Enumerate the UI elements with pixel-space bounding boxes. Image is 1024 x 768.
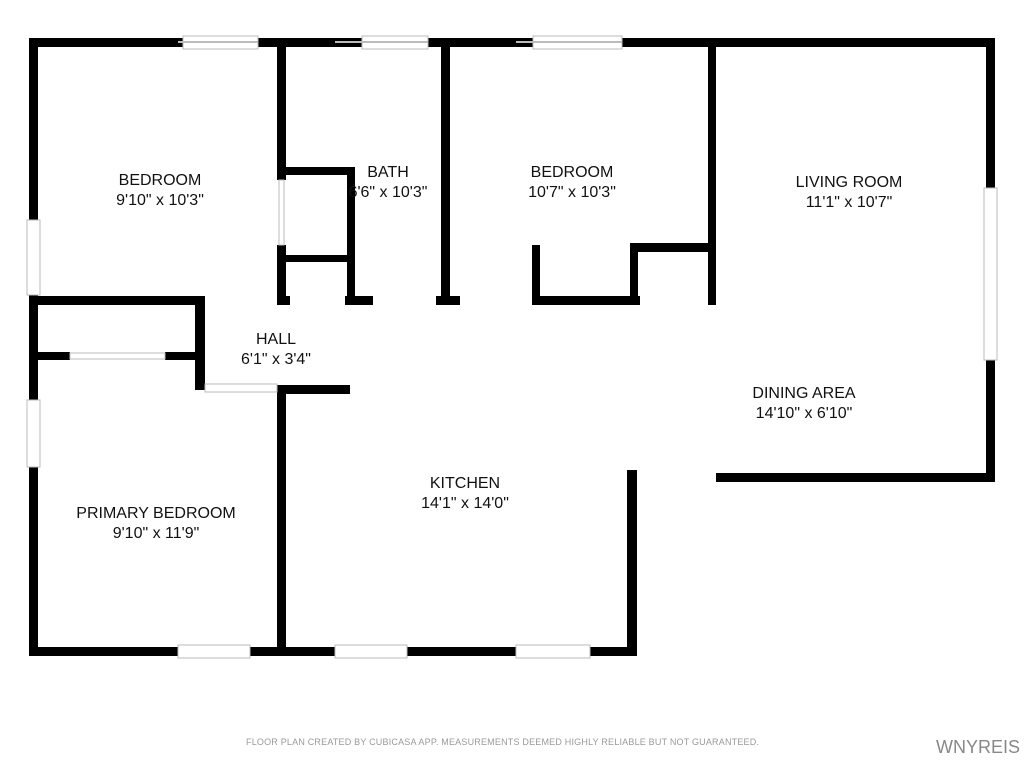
window-pane: [516, 41, 590, 43]
brand-logo: WNYREIS: [935, 737, 1020, 757]
wall: [38, 352, 70, 360]
wall: [195, 296, 205, 390]
wall: [277, 245, 286, 305]
wall: [630, 243, 638, 305]
wall: [277, 47, 286, 180]
window: [983, 187, 998, 361]
wall: [347, 167, 355, 305]
wall: [708, 47, 716, 305]
wall: [29, 38, 38, 656]
wall: [29, 38, 995, 47]
wall: [277, 385, 350, 394]
window: [26, 219, 41, 296]
door-opening: [278, 179, 285, 246]
wall: [532, 296, 640, 305]
window: [334, 644, 408, 659]
wall: [630, 243, 716, 252]
door-opening: [69, 352, 166, 360]
wall: [38, 296, 205, 305]
disclaimer: FLOOR PLAN CREATED BY CUBICASA APP. MEAS…: [246, 737, 760, 747]
wall: [165, 352, 205, 360]
wall: [29, 647, 637, 656]
wall: [345, 296, 373, 305]
wall: [532, 245, 540, 305]
door-opening: [204, 383, 278, 393]
window: [26, 399, 41, 468]
window-pane: [335, 41, 407, 43]
wall: [277, 296, 290, 305]
wall: [286, 255, 355, 262]
wall: [627, 470, 637, 656]
wall: [716, 473, 995, 482]
wall: [277, 385, 286, 656]
window-pane: [178, 41, 250, 43]
wall: [441, 47, 450, 305]
wall: [286, 167, 355, 175]
wall: [436, 296, 460, 305]
window: [177, 644, 251, 659]
window: [515, 644, 591, 659]
